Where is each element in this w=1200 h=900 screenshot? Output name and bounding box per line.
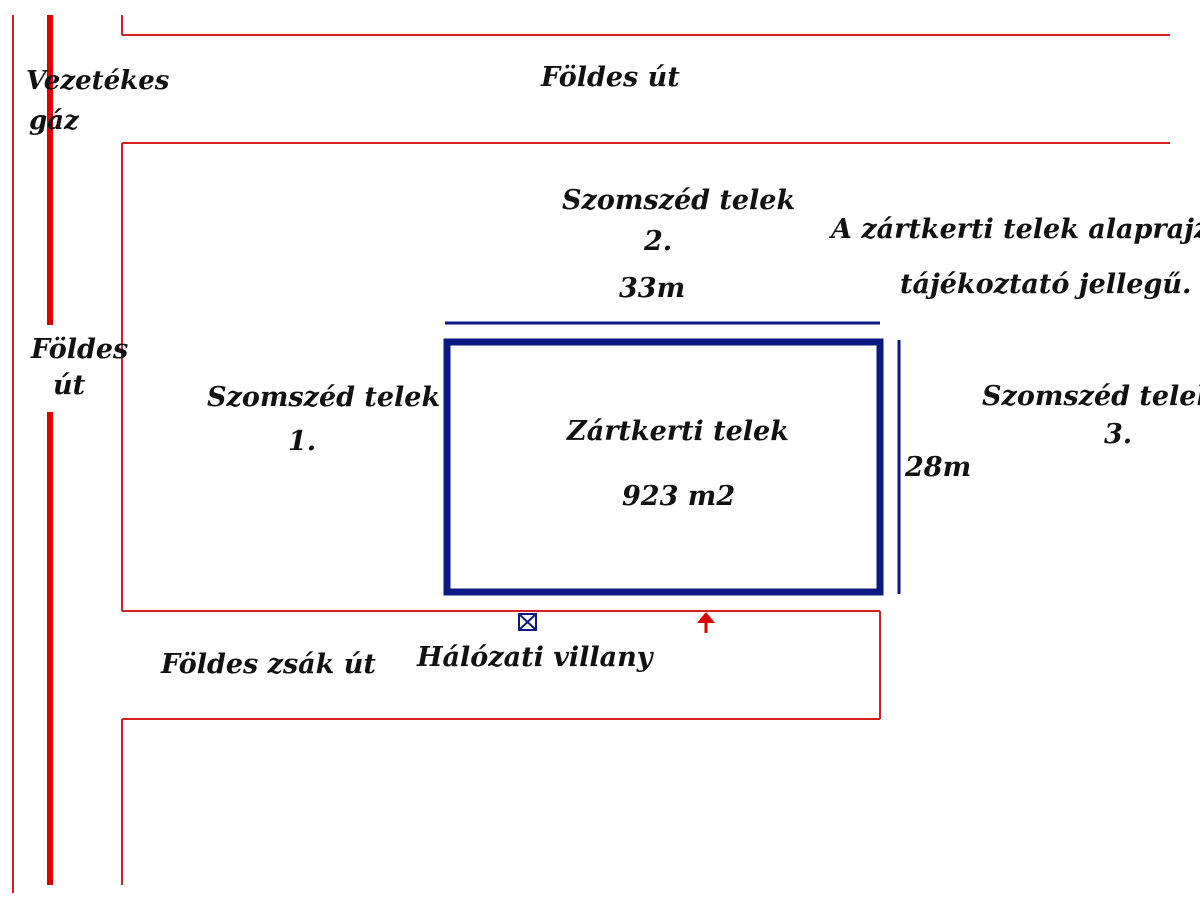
plan-note-line-2: tájékoztató jellegű. [900, 269, 1192, 300]
dead-end-road-label: Földes zsák út [161, 649, 376, 680]
left-road-label-2: út [53, 370, 86, 401]
neighbor-3-label: Szomszéd telek [982, 381, 1200, 412]
width-dimension-label: 33m [619, 273, 686, 304]
gas-line-label-2: gáz [29, 106, 79, 136]
plan-note-line-1: A zártkerti telek alaprajza [831, 214, 1200, 245]
plot-border [443, 338, 884, 596]
neighbor-1-label: Szomszéd telek [207, 382, 441, 413]
left-road-label-1: Földes [31, 334, 129, 365]
neighbor-2-number: 2. [644, 226, 673, 257]
height-dimension-label: 28m [905, 452, 972, 483]
electricity-label: Hálózati villany [417, 642, 653, 673]
top-road-label: Földes út [541, 62, 680, 93]
red-up-arrow-icon [697, 612, 715, 633]
plot-name-label: Zártkerti telek [567, 416, 789, 447]
neighbor-2-label: Szomszéd telek [562, 185, 796, 216]
plot-area-label: 923 m2 [622, 481, 736, 512]
neighbor-3-number: 3. [1104, 419, 1133, 450]
gas-line-label-1: Vezetékes [26, 66, 170, 96]
neighbor-1-number: 1. [288, 426, 317, 457]
boxed-x-icon [518, 613, 537, 631]
